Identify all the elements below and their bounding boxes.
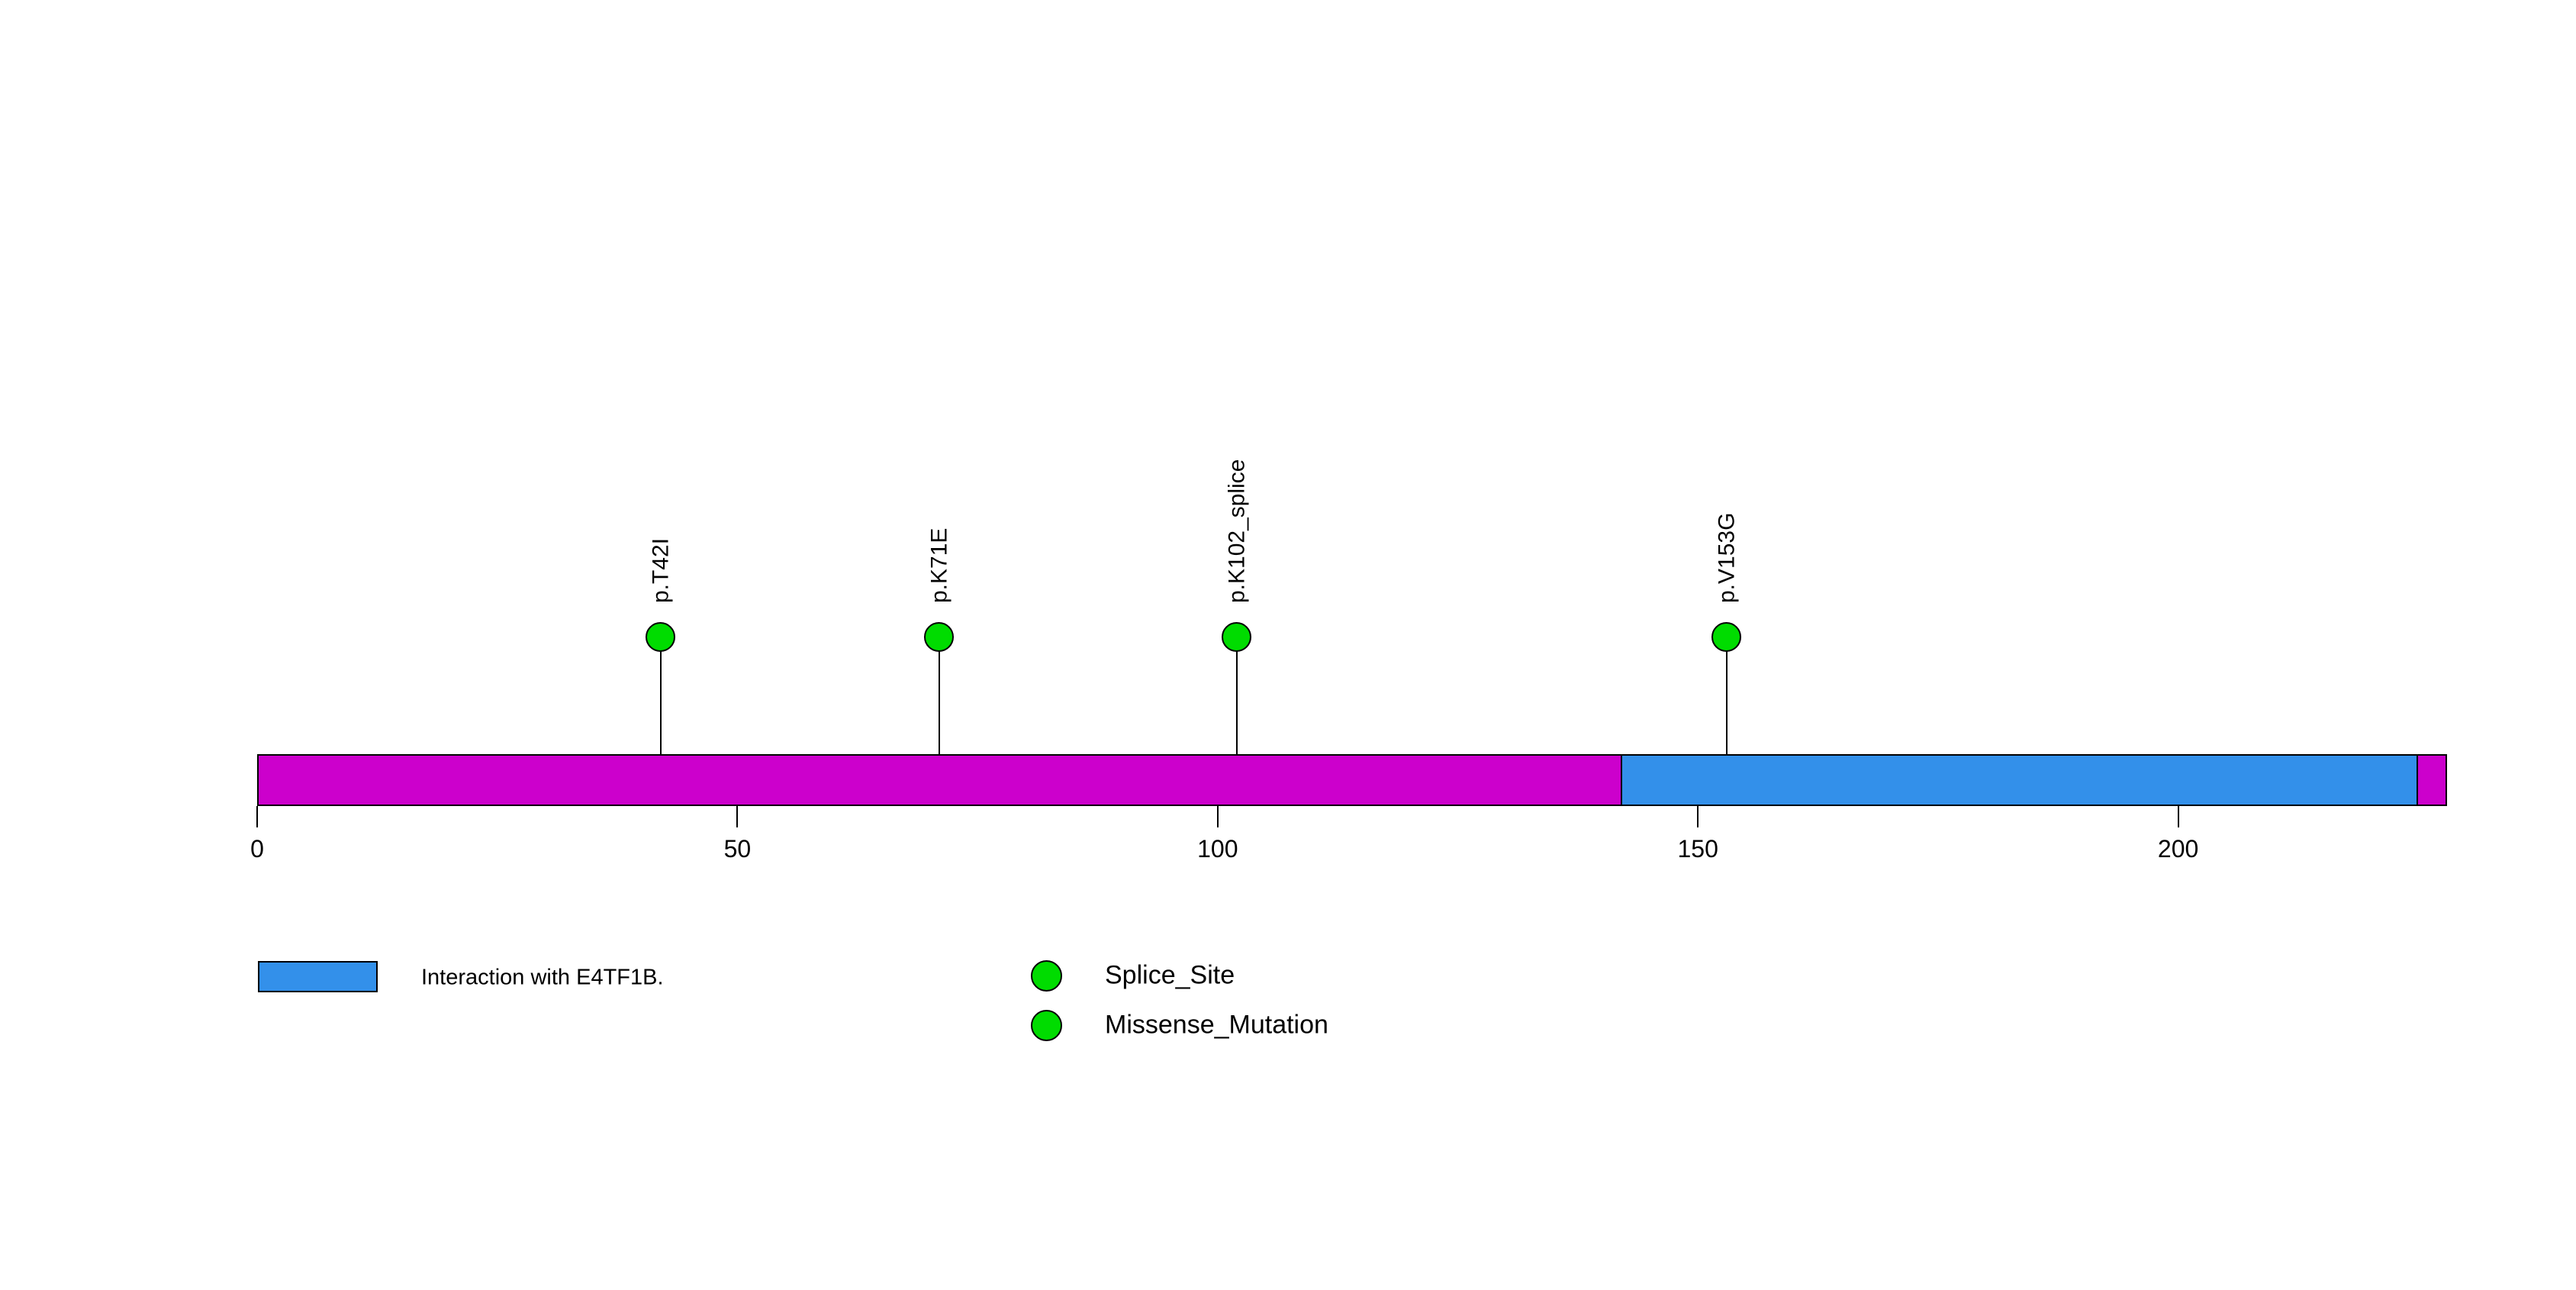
protein-domain bbox=[1621, 754, 2419, 806]
mutation-stem bbox=[1235, 637, 1238, 806]
axis-tick bbox=[736, 806, 739, 827]
mutation-label: p.T42I bbox=[648, 537, 674, 603]
axis-tick bbox=[1697, 806, 1699, 827]
mutation-label: p.K71E bbox=[926, 527, 952, 603]
legend-mutation-label: Missense_Mutation bbox=[1105, 1010, 1328, 1040]
mutation-stem bbox=[1725, 637, 1728, 806]
legend-domain-label: Interaction with E4TF1B. bbox=[421, 965, 664, 990]
legend-mutation-circle bbox=[1030, 1009, 1062, 1041]
axis-tick-label: 150 bbox=[1677, 835, 1718, 863]
mutation-stem bbox=[659, 637, 662, 806]
mutation-point bbox=[1222, 621, 1252, 652]
mutation-stem bbox=[938, 637, 940, 806]
legend-mutation-label: Splice_Site bbox=[1105, 960, 1235, 990]
mutation-label: p.K102_splice bbox=[1224, 459, 1250, 603]
mutation-point bbox=[646, 621, 676, 652]
axis-tick bbox=[1216, 806, 1219, 827]
axis-tick bbox=[256, 806, 258, 827]
mutation-point bbox=[1711, 621, 1742, 652]
axis-tick-label: 50 bbox=[723, 835, 752, 863]
axis-tick-label: 0 bbox=[250, 835, 264, 863]
axis-tick bbox=[2177, 806, 2179, 827]
axis-tick-label: 100 bbox=[1197, 835, 1238, 863]
legend-mutation-circle bbox=[1030, 959, 1062, 992]
legend-domain-swatch bbox=[258, 961, 378, 992]
axis-tick-label: 200 bbox=[2157, 835, 2199, 863]
mutation-label: p.V153G bbox=[1714, 512, 1740, 603]
mutation-point bbox=[924, 621, 955, 652]
